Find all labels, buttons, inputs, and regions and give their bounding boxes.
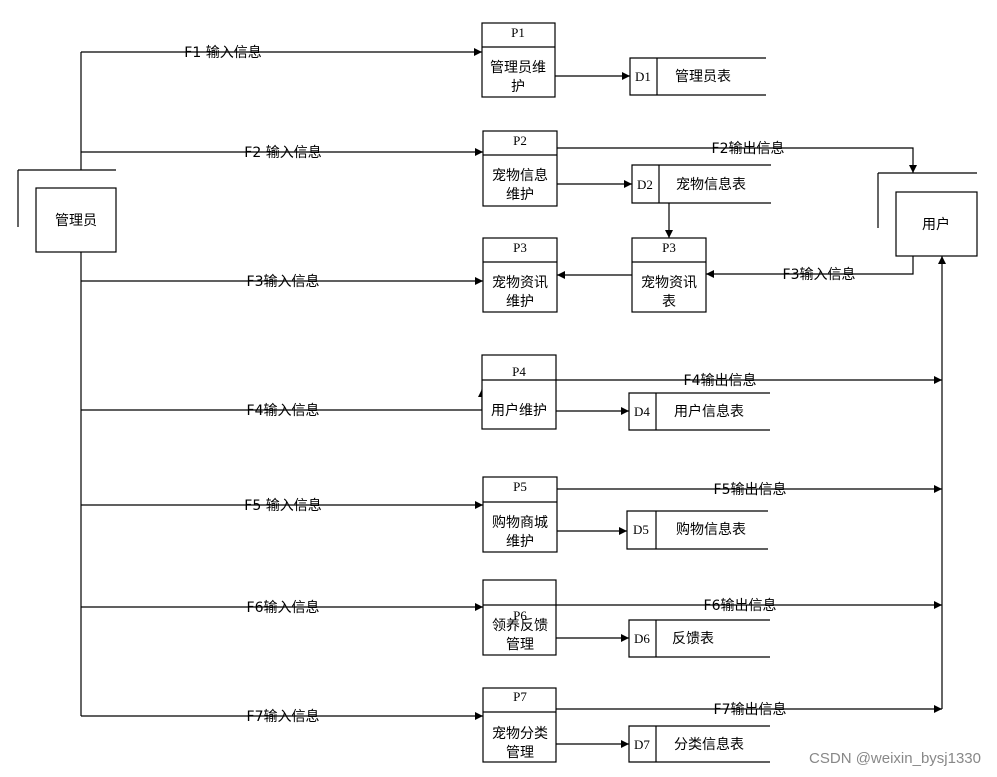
data-store-d5: D5 购物信息表 [626,510,768,550]
output-flow-f7: F7输出信息 [556,701,942,718]
process-name-line: 管理 [506,637,534,653]
store-id: D4 [634,404,650,419]
process-name-line: 护 [511,79,525,95]
flow-label-f4-out: F4输出信息 [684,372,757,389]
store-id: D7 [634,737,650,752]
process-name-line: 宠物分类 [492,726,548,742]
output-flow-f2: F2输出信息 [557,140,917,173]
watermark: CSDN @weixin_bysj1330 [809,750,981,767]
admin-label: 管理员 [55,213,97,229]
middle-store-p3: P3 宠物资讯 表 [631,237,707,313]
input-flow-f4: F4输入信息 [81,389,486,419]
store-name: 宠物信息表 [676,176,746,193]
store-id: D5 [633,522,649,537]
process-name-line: 宠物信息 [492,167,548,184]
flow-label-f3-in: F3输入信息 [247,273,320,290]
store-name: 分类信息表 [674,736,744,753]
process-p4: P4 用户维护 [481,354,557,430]
user-label: 用户 [922,216,950,233]
input-flow-f6: F6输入信息 [81,599,483,616]
flow-label-f7-in: F7输入信息 [247,708,320,725]
output-flow-f4: F4输出信息 [556,372,942,389]
process-name-line: 宠物资讯 [641,275,697,291]
process-id: P2 [513,133,527,148]
flow-label-f1-in: F1 输入信息 [184,44,261,61]
store-id: D2 [637,177,653,192]
flow-label-f4-in: F4输入信息 [247,402,320,419]
admin-entity: 管理员 [17,169,117,253]
store-name: 用户信息表 [674,403,744,420]
process-id: P1 [511,25,525,40]
process-name-line: 管理 [506,745,534,761]
data-store-d2: D2 宠物信息表 [631,164,771,204]
output-flow-f5: F5输出信息 [557,481,942,498]
process-name-line: 维护 [506,294,534,310]
process-id: P3 [513,240,527,255]
process-p6: P6 领养反馈 管理 [482,579,557,656]
user-entity: 用户 [877,172,978,257]
data-store-d7: D7 分类信息表 [628,725,770,763]
process-name-line: 用户维护 [491,402,547,419]
store-name: 管理员表 [675,69,731,85]
output-flow-f6: F6输出信息 [556,597,942,614]
input-flow-f7: F7输入信息 [81,708,483,725]
flow-label-f2-out: F2输出信息 [712,140,785,157]
process-name-line: 领养反馈 [492,618,548,634]
flow-label-f2-in: F2 输入信息 [244,144,321,161]
process-p1: P1 管理员维 护 [481,22,556,98]
process-id: P3 [662,240,676,255]
process-store-arrows [555,72,673,748]
flow-label-f7-out: F7输出信息 [714,701,787,718]
process-name-line: 管理员维 [490,60,546,76]
process-p3: P3 宠物资讯 维护 [482,237,558,313]
process-id: P6 [513,608,527,623]
store-name: 反馈表 [672,631,714,647]
flow-label-f6-out: F6输出信息 [704,597,777,614]
flow-label-f5-in: F5 输入信息 [244,497,321,514]
data-store-d4: D4 用户信息表 [628,392,770,431]
input-flow-f2: F2 输入信息 [81,144,483,161]
process-p7: P7 宠物分类 管理 [482,687,557,763]
flow-label-f5-out: F5输出信息 [714,481,787,498]
store-id: D1 [635,69,651,84]
flow-label-f3-user: F3输入信息 [783,266,856,283]
user-input-flow-f3: F3输入信息 [706,256,914,283]
flow-label-f6-in: F6输入信息 [247,599,320,616]
process-name-line: 表 [662,294,676,310]
store-name: 购物信息表 [676,521,746,538]
data-store-d6: D6 反馈表 [628,619,770,658]
process-p2: P2 宠物信息 维护 [482,130,558,207]
input-flow-f5: F5 输入信息 [81,497,483,514]
process-id: P5 [513,479,527,494]
process-name-line: 宠物资讯 [492,275,548,291]
process-name-line: 购物商城 [492,515,548,531]
input-flow-f1: F1 输入信息 [81,44,482,61]
process-id: P7 [513,689,527,704]
input-flow-f3: F3输入信息 [81,273,483,290]
process-id: P4 [512,364,526,379]
data-store-d1: D1 管理员表 [629,57,766,96]
process-p5: P5 购物商城 维护 [482,476,558,553]
process-name-line: 维护 [506,534,534,550]
store-id: D6 [634,631,650,646]
process-name-line: 维护 [506,187,534,203]
